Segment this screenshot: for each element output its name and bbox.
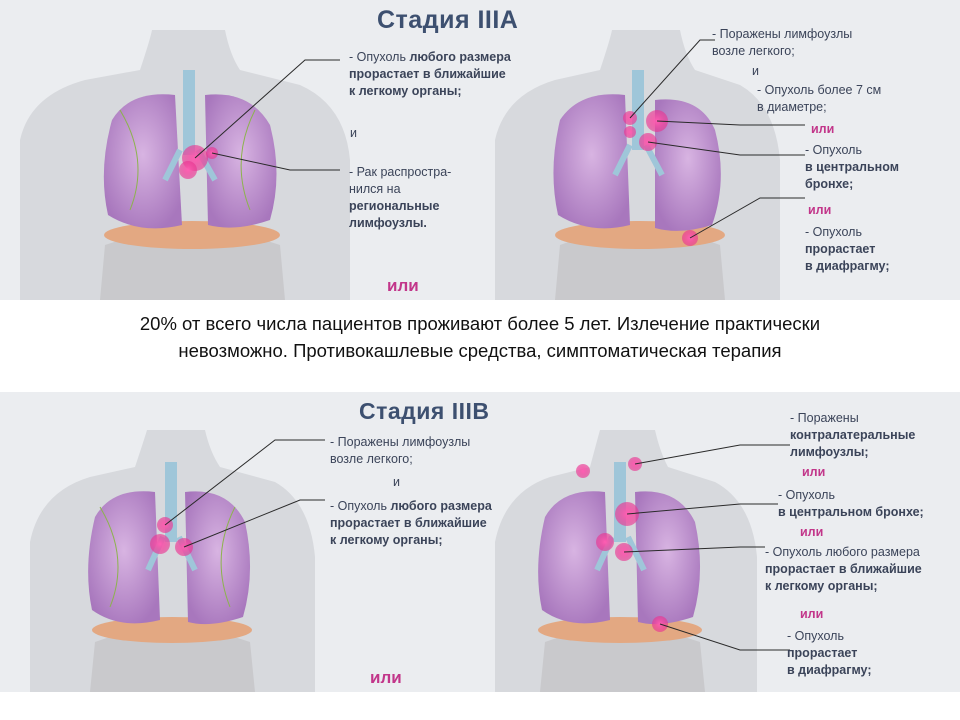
lung-right: [103, 94, 182, 229]
annotation-regional-nodes: - Рак распростра- нился на региональные …: [349, 164, 451, 232]
stage-iiib-illustration: [30, 430, 790, 692]
lung-right: [538, 491, 610, 624]
annotation-text-bold: любого размера прорастает в ближайшие к …: [349, 50, 511, 98]
or-label: или: [800, 607, 824, 621]
lung-left: [655, 99, 721, 231]
leader-lines: [194, 39, 805, 239]
torso-right: [495, 30, 780, 300]
trachea: [614, 462, 626, 542]
annotation-diaphragm: - Опухоль прорастает в диафрагму;: [805, 224, 890, 275]
annotation-central-bronchus: - Опухоль в центральном бронхе;: [778, 487, 924, 521]
tumor: [150, 534, 170, 554]
annotation-diaphragm: - Опухоль прорастает в диафрагму;: [787, 628, 872, 679]
or-label: или: [370, 668, 402, 687]
lung-right: [88, 491, 160, 624]
caption-line: невозможно. Противокашлевые средства, си…: [178, 340, 782, 361]
and-label: и: [350, 126, 357, 140]
caption-line: 20% от всего числа пациентов проживают б…: [139, 313, 821, 334]
prognosis-caption: 20% от всего числа пациентов проживают б…: [0, 310, 960, 364]
annotation-tumor-invades: - Опухоль любого размера прорастает в бл…: [330, 498, 492, 549]
or-label: или: [811, 122, 835, 136]
lung-right: [553, 94, 630, 229]
lymph-node: [624, 126, 636, 138]
trachea: [183, 70, 195, 155]
stage-iiia-panel: Стадия IIIA - Опухоль любого размера про…: [0, 0, 960, 300]
stage-iiia-illustration: [20, 30, 805, 300]
annotation-text-bold: в центральном бронхе;: [805, 160, 899, 191]
annotation-tumor-invades: - Опухоль любого размера прорастает в бл…: [765, 544, 922, 595]
annotation-text: - Рак распростра- нился на: [349, 165, 452, 196]
or-label: или: [808, 203, 832, 217]
lymph-node: [576, 464, 590, 478]
or-label: или: [800, 525, 824, 539]
annotation-text-bold: региональные лимфоузлы.: [349, 199, 440, 230]
annotation-text-bold: прорастает в ближайшие к легкому органы;: [765, 562, 922, 593]
stage-title: Стадия IIIB: [359, 398, 490, 424]
or-label: или: [387, 276, 419, 295]
and-label: и: [752, 64, 759, 78]
annotation-tumor-invades: - Опухоль любого размера прорастает в бл…: [349, 49, 511, 100]
annotation-contralateral-nodes: - Поражены контралатеральные лимфоузлы;: [790, 410, 915, 461]
annotation-text: - Опухоль: [805, 143, 862, 157]
tumor: [596, 533, 614, 551]
annotation-text: - Опухоль: [349, 50, 410, 64]
leader-lines: [164, 439, 790, 651]
annotation-text: - Опухоль: [805, 225, 862, 239]
annotation-tumor-size: - Опухоль более 7 см в диаметре;: [757, 83, 882, 114]
annotation-text-bold: любого размера прорастает в ближайшие к …: [330, 499, 492, 547]
annotation-nodes-near-lung: - Поражены лимфоузлы возле легкого;: [712, 27, 853, 58]
diaphragm: [104, 221, 280, 249]
annotation-text-bold: прорастает в диафрагму;: [805, 242, 890, 273]
lymph-node: [179, 161, 197, 179]
annotation-text: - Опухоль: [787, 629, 844, 643]
lung-left: [185, 491, 251, 625]
lung-left: [635, 491, 701, 625]
annotation-nodes-near-lung: - Поражены лимфоузлы возле легкого;: [330, 435, 471, 466]
annotation-central-bronchus: - Опухоль в центральном бронхе;: [805, 142, 899, 193]
annotation-text: - Опухоль: [330, 499, 391, 513]
annotation-text: - Опухоль: [778, 488, 835, 502]
torso-left: [30, 430, 315, 692]
annotation-text-bold: контралатеральные лимфоузлы;: [790, 428, 916, 459]
torso-right: [495, 430, 757, 692]
annotation-text: - Поражены: [790, 411, 859, 425]
torso-left: [20, 30, 350, 300]
stage-iiib-panel: Стадия IIIB - Поражены лимфоузлы возле л…: [0, 392, 960, 692]
and-label: и: [393, 475, 400, 489]
annotation-text-bold: прорастает в диафрагму;: [787, 646, 872, 677]
annotation-text-bold: в центральном бронхе;: [778, 505, 924, 519]
or-label: или: [802, 465, 826, 479]
stage-title: Стадия IIIA: [377, 6, 519, 34]
annotation-text: - Опухоль любого размера: [765, 545, 920, 559]
